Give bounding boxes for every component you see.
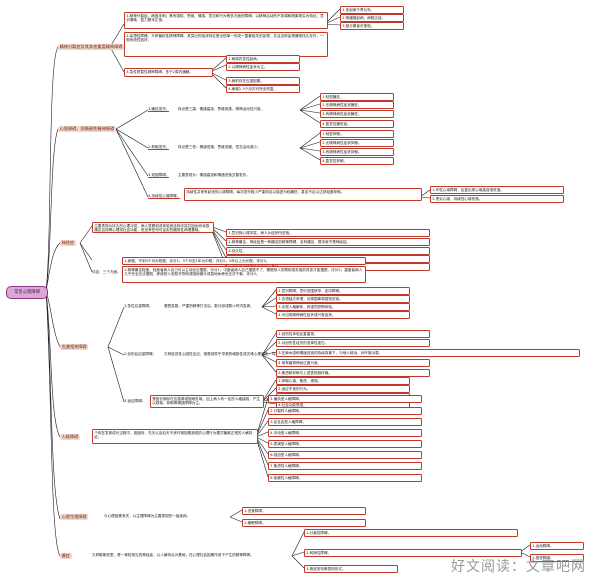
adjustment-sub-1: 1.抑郁心境、焦虑、烦恼。: [276, 377, 411, 386]
personality-type-7: 7.焦虑性人格障碍。: [268, 462, 423, 471]
special-forms: 3.癔症的特殊表现形式。: [304, 565, 399, 574]
schizophrenia-sub-2: 2.常缓慢起病，病程迁延。: [340, 14, 405, 23]
neurosis-definition: 主要表现为持久的心理冲突，病人觉察到或体验到这种冲突并因此而深感痛苦且妨碍心理或…: [92, 222, 215, 234]
neurosis-feature-1: 1.意识到心理冲突，病人为症状所苦恼。: [226, 229, 431, 238]
personality-type-2: 2.分裂样人格障碍。: [268, 407, 423, 416]
personality-type-6: 6.强迫型人格障碍。: [268, 451, 423, 460]
ptsd-title[interactable]: 2.创伤后应激障碍。: [124, 352, 157, 356]
personality-type-1: 1.偏执型人格障碍。: [268, 395, 423, 404]
adjustment-title[interactable]: 3.适应障碍。: [124, 399, 146, 403]
personality-desc: 个体在发育成长过程中，因遗传、先天以及后天不良环境因素造成的心理行为模式偏离正常…: [92, 429, 259, 445]
branch-neurosis[interactable]: 神经症: [60, 240, 76, 246]
persistent-mood-disorder[interactable]: 4.持续性心境障碍。: [148, 194, 181, 200]
schizophrenia-sub-1: 1.多起病于青壮年。: [340, 6, 405, 15]
acute-sub-2: 2.以精神病性症状为主。: [226, 63, 301, 72]
conversion-disorder: 2.转换性障碍。: [304, 549, 523, 558]
acute-sub-3: 3.病前存在应激因素。: [226, 77, 301, 86]
depressive-episode[interactable]: 2.抑郁发作。: [148, 145, 170, 151]
personality-type-8: 8.依赖性人格障碍。: [268, 474, 423, 483]
adjustment-sub-2: 2.适应不良的行为。: [276, 385, 411, 394]
manic-type-3: 3.有精神病性症状躁狂。: [320, 110, 395, 119]
ptsd-sub-5: 5.焦虑和抑郁与上述表现相伴随。: [276, 369, 431, 378]
persistent-type-1: 1.环性心境障碍，反复出现心境高涨或低落。: [430, 186, 565, 195]
branch-stress-disorders[interactable]: 应激相关障碍: [60, 344, 89, 350]
personality-type-3: 3.反社会型人格障碍。: [268, 418, 423, 427]
ptsd-sub-4: 4.常有植物神经过度兴奋。: [276, 359, 431, 368]
neurosis-diagnosis-1: 1.病程。不到3个月为短程，评分1；3个月至1年为中程，评分2；1年以上为长程，…: [122, 257, 367, 266]
personality-type-5: 5.表演型人格障碍。: [268, 440, 423, 449]
adjustment-desc: 是因长期存在应激源或困难处境，加上病人有一定的人格缺陷，产生以烦恼、抑郁等情感障…: [150, 395, 265, 409]
acute-stress-sub-1: 1.意识障碍，意识范围狭窄，定向障碍。: [276, 287, 411, 296]
manic-type-2: 2.无精神病性症状躁狂。: [320, 101, 395, 110]
sensory-disorder: 2.感觉障碍。: [530, 554, 585, 563]
eating-disorder: 1.进食障碍。: [242, 507, 367, 516]
watermark: 好文阅读：文章吧网: [451, 559, 586, 575]
depressive-type-4: 4.复发性抑郁。: [320, 157, 395, 166]
schizophrenia-sub-3: 3.部分患者可痊愈。: [340, 22, 405, 31]
acute-stress-sub-4: 4.可出现精神病性症状或兴奋症状。: [276, 311, 411, 320]
manic-desc: 特点是三高：情绪高涨、思维奔逸、精神运动性兴奋。: [178, 107, 265, 111]
bipolar-desc: 主要表现为：情绪高涨和情绪低落交替发作。: [178, 173, 250, 177]
ptsd-desc: 又称延迟性心因性反应，指受到异乎寻常的威胁性或灾难心理创伤，导致延迟出现和长期持…: [164, 352, 333, 356]
acute-sub-4: 4.病程2-3个月内可完全恢复。: [226, 85, 301, 94]
manic-episode[interactable]: 1.躁狂发作。: [148, 107, 170, 113]
dissociative-disorder: 1.分离性障碍。: [304, 529, 519, 538]
neurosis-score-label: 评定：三个方面。: [92, 270, 121, 274]
schizophrenia-note-1: 1.精神分裂症。病因未明；具有感知、思维、情感、意志和行为等多方面的障碍，以精神…: [124, 12, 329, 30]
persistent-mood-desc: 持续性并常有起伏的心境障碍，每次发作极少严重到足以描述为轻躁狂，甚至不足以达到轻…: [184, 188, 423, 202]
manic-type-1: 1.轻型躁狂。: [320, 93, 395, 102]
bipolar-disorder[interactable]: 3.双相障碍。: [148, 173, 170, 179]
acute-stress-sub-2: 2.言语缺乏条理，对周围事物感知迟钝。: [276, 295, 411, 304]
acute-sub-1: 1.两周内急性起病。: [226, 55, 301, 64]
depressive-type-1: 1.轻型抑郁。: [320, 130, 395, 139]
ptsd-sub-1: 1.创伤性体验反复重现。: [276, 330, 431, 339]
schizophrenia-note-3: 3.急性短暂性精神障碍，多于2周内缓解。: [124, 68, 214, 78]
acute-stress-sub-3: 3.出现人格解体，有强烈恐惧体验。: [276, 303, 411, 312]
hysteria-desc: 又称歇斯底里，是一种较常见的神经症。以人格特点为基础，在心理社会因素作用下产生的…: [92, 553, 254, 557]
central-topic[interactable]: 常见心理障碍: [6, 286, 48, 299]
branch-hysteria[interactable]: 癔症: [60, 553, 72, 559]
personality-type-4: 4.冲动型人格障碍。: [268, 429, 423, 438]
acute-stress-title[interactable]: 1.急性应激障碍。: [124, 304, 153, 308]
neurosis-feature-2: 2.精神痛苦。神经症是一种痛苦的精神障碍，没有痛苦，根本就不是神经症。: [226, 238, 431, 247]
ptsd-sub-2: 2.对创伤性经历的选择性遗忘。: [276, 339, 431, 348]
neurosis-diagnosis-2: 2.精神痛苦程度。轻度者病人自己可以主动设法摆脱，评分1；中度者病人自己摆脱不了…: [122, 266, 367, 284]
depressive-type-2: 2.无精神病性症状抑郁。: [320, 139, 395, 148]
persistent-type-2: 2.恶劣心境，持续性心境低落。: [430, 195, 565, 204]
acute-stress-desc: 遭受急剧、严重的精神打击后，数分钟或数小时内发病。: [164, 304, 254, 308]
branch-personality-disorders[interactable]: 人格障碍: [60, 434, 80, 440]
psychophysiological-desc: 与心理因素有关，以生理障碍为主要表现的一组疾病。: [104, 514, 191, 518]
depressive-desc: 特点是三低：情绪低落、思维迟缓、意志活动减少。: [178, 145, 261, 149]
motor-disorder: 1.运动障碍。: [530, 542, 585, 551]
depressive-type-3: 3.有精神病性症状抑郁。: [320, 148, 395, 157]
branch-psychophysiological[interactable]: 心理生理障碍: [60, 514, 89, 520]
sleep-disorder: 2.睡眠障碍。: [242, 519, 367, 528]
branch-schizophrenia[interactable]: 精神分裂症及其其他重度精神障碍: [58, 44, 125, 50]
branch-mood-disorder[interactable]: 心境障碍，即情感性精神障碍: [58, 126, 116, 132]
manic-type-4: 4.复发性躁狂症。: [320, 120, 395, 129]
ptsd-sub-3: 3.在麻木感和情绪迟钝的持续背景下，与他人疏远，对环境淡漠。: [276, 349, 581, 358]
neurosis-feature-3: 3.持久性。: [226, 247, 431, 256]
schizophrenia-note-2: 2.妄想性障碍。又称偏执性精神障碍。其突出的临床特征是出现单一的或一整套相关的妄…: [124, 32, 329, 58]
